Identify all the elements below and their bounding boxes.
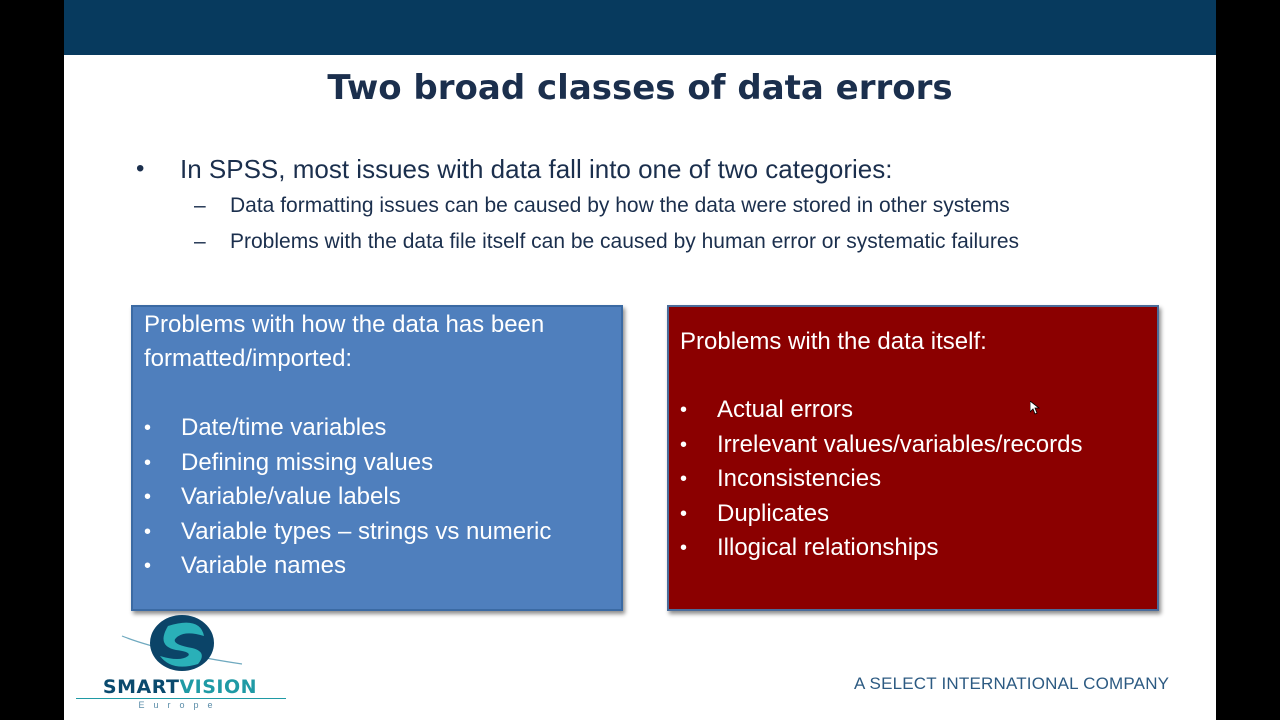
logo-word-vision: VISION (179, 676, 258, 698)
list-item: • Inconsistencies (680, 462, 1150, 497)
sub-bullet-text: Problems with the data file itself can b… (230, 230, 1020, 253)
list-item: • Actual errors (680, 393, 1150, 428)
bullet-icon: • (680, 502, 688, 525)
box-list: • Date/time variables • Defining missing v… (144, 411, 614, 584)
bullet-icon: • (144, 451, 152, 474)
dash-icon: – (194, 230, 206, 253)
list-item: • Variable names (144, 549, 614, 584)
list-item: • Illogical relationships (680, 531, 1150, 566)
list-item: • Duplicates (680, 497, 1150, 532)
bullet-icon: • (680, 468, 688, 490)
bullet-icon: • (144, 417, 152, 439)
slide-title: Two broad classes of data errors (327, 68, 953, 108)
bullet-icon: • (680, 399, 688, 421)
logo-subtitle: Europe (138, 700, 222, 710)
bullet-icon: • (136, 155, 145, 182)
logo-divider (76, 698, 286, 699)
box-heading: Problems with how the data has been form… (144, 311, 545, 372)
list-item-text: Duplicates (717, 499, 830, 527)
sub-bullet-text: Data formatting issues can be caused by … (230, 194, 1010, 217)
sub-bullet: – Problems with the data file itself can… (134, 224, 1194, 260)
bullet-icon: • (144, 486, 152, 508)
mouse-pointer-icon (1030, 401, 1040, 415)
main-bullet-text: In SPSS, most issues with data fall into… (180, 154, 893, 184)
list-item: • Date/time variables (144, 411, 614, 446)
header-bar (64, 0, 1216, 55)
box-heading: Problems with the data itself: (680, 328, 987, 355)
company-tagline: A SELECT INTERNATIONAL COMPANY (854, 674, 1170, 693)
list-item-text: Date/time variables (181, 414, 387, 441)
slide: Two broad classes of data errors • In SP… (64, 0, 1216, 720)
list-item-text: Variable names (181, 552, 346, 579)
main-bullet: • In SPSS, most issues with data fall in… (134, 150, 1194, 188)
list-item-text: Defining missing values (181, 448, 434, 476)
list-item-text: Inconsistencies (717, 465, 882, 492)
dash-icon: – (194, 194, 206, 217)
sub-bullet: – Data formatting issues can be caused b… (134, 188, 1194, 224)
list-item: • Variable types – strings vs numeric (144, 515, 614, 550)
list-item-text: Illogical relationships (717, 534, 939, 561)
bullet-icon: • (144, 520, 152, 543)
swirl-logo-icon (121, 615, 243, 671)
list-item: • Defining missing values (144, 446, 614, 481)
smartvision-logo: SMARTVISION Europe (72, 612, 288, 712)
intro-bullets: • In SPSS, most issues with data fall in… (134, 150, 1194, 260)
list-item-text: Variable/value labels (181, 483, 401, 510)
list-item-text: Irrelevant values/variables/records (717, 430, 1083, 458)
list-item: • Irrelevant values/variables/records (680, 428, 1150, 463)
list-item-text: Actual errors (717, 396, 854, 423)
logo-word-smart: SMART (102, 676, 180, 698)
bullet-icon: • (680, 537, 688, 559)
bullet-icon: • (144, 555, 152, 577)
box-list: • Actual errors • Irrelevant values/variab… (680, 393, 1150, 566)
data-problems-box: Problems with the data itself: • Actual e… (667, 305, 1159, 611)
list-item-text: Variable types – strings vs numeric (181, 517, 552, 545)
list-item: • Variable/value labels (144, 480, 614, 515)
bullet-icon: • (680, 433, 688, 456)
formatting-problems-box: Problems with how the data has been form… (131, 305, 623, 611)
logo-wordmark: SMARTVISION (72, 676, 288, 698)
